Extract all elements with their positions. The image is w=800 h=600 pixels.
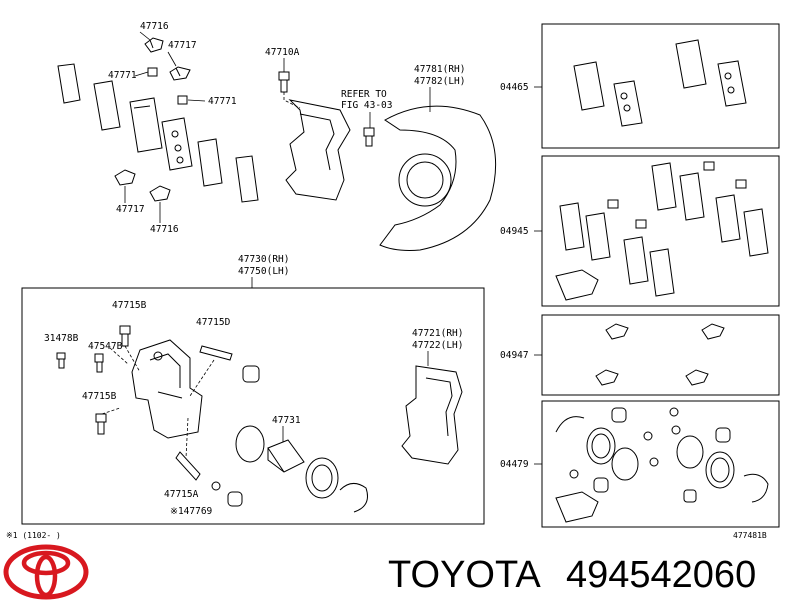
label-47769: ※147769 [170,506,213,517]
diagram-code: 477481B [733,531,767,540]
small-bolt-shape [363,127,375,147]
brake-pad-shape [57,63,259,203]
pad-clip-shape [114,37,191,202]
kit-box-04465 [541,23,780,149]
dust-cover-shape [379,105,497,251]
caliper-assembly-box [21,287,485,525]
kit-clips-shape [595,323,725,386]
label-47731: 47731 [272,415,301,426]
label-47716-top: 47716 [140,21,169,32]
kit-label-04465: 04465 [500,82,529,93]
part-number: 494542060 [566,554,756,596]
dashed-guide [185,359,215,459]
piston-boot-shape [305,457,339,499]
snap-ring-shape [339,483,368,513]
kit-seals-shape [555,407,769,523]
label-47716-bot: 47716 [150,224,179,235]
leader-line [134,71,149,77]
caliper-group: 47715B 31478B 47547B 47715B 47715D 47731… [44,300,463,517]
label-47750: 47750(LH) [238,266,289,277]
leader-line [167,51,177,67]
kit-label-04945: 04945 [500,226,529,237]
label-47715B-a: 47715B [112,300,147,311]
pad-group: 47716 47717 47771 47771 47717 47716 [57,21,259,235]
dust-cover-group: 47781(RH) 47782(LH) [379,64,497,251]
piston-shape [267,439,305,473]
kit-boxes: 04465 04945 04947 04479 [500,23,780,528]
label-47715B-b: 47715B [82,391,117,402]
refer-line-2: FIG 43-03 [341,100,392,111]
label-47730: 47730(RH) [238,254,289,265]
dashed-guide [283,92,301,109]
dust-cover-hole [398,153,452,207]
caliper-port [153,351,163,361]
kit-box-04947 [541,314,780,396]
label-47722: 47722(LH) [412,340,463,351]
caliper-body-shape [131,339,203,439]
kit-label-04479: 04479 [500,459,529,470]
dust-cover-inner [406,161,444,199]
leader-line [187,99,206,102]
bleeder-shape [56,325,131,435]
label-47771-a: 47771 [108,70,137,81]
kit-pads-shape [573,39,747,127]
label-47771-b: 47771 [208,96,237,107]
kit-box-04479 [541,400,780,528]
label-47782: 47782(LH) [414,76,465,87]
brand-name: TOYOTA [388,554,541,596]
piston-boot-inner [311,464,333,492]
kit-box-04945 [541,155,780,307]
kit-shims-shape [555,161,769,301]
piston-seal-shape [235,425,265,463]
label-47710A: 47710A [265,47,300,58]
label-47715D: 47715D [196,317,231,328]
footnote: ※1 (1102- ) [6,531,61,540]
slide-pin-shape [175,345,260,507]
kit-label-04947: 04947 [500,350,529,361]
caliper-support-shape [285,99,351,201]
label-47715A: 47715A [164,489,199,500]
bolt-shape [278,71,290,93]
support-group: 47710A REFER TO FIG 43-03 [265,47,392,201]
label-47781: 47781(RH) [414,64,465,75]
toyota-logo [3,544,89,600]
label-47721: 47721(RH) [412,328,463,339]
label-31478B: 31478B [44,333,79,344]
dashed-guide [101,345,141,415]
label-47717-bot: 47717 [116,204,145,215]
refer-line-1: REFER TO [341,89,387,100]
leader-line [139,31,151,41]
label-47547B: 47547B [88,341,123,352]
caliper-bracket-shape [401,365,463,465]
label-47717-top: 47717 [168,40,197,51]
